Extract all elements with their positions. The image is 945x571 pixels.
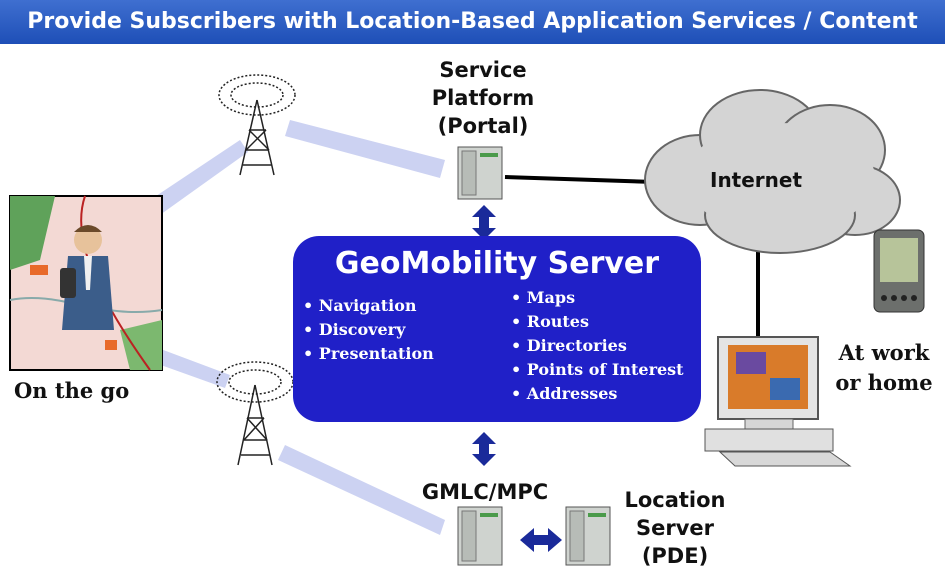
label-line: (Portal): [437, 114, 529, 138]
computer-icon: [704, 336, 852, 467]
right-services-list: • Maps • Routes • Directories • Points o…: [511, 286, 684, 406]
on-the-go-label: On the go: [14, 378, 130, 403]
beam-towerB-to-gmlc: [278, 445, 445, 535]
service-platform-label: Service Platform (Portal): [418, 56, 548, 140]
pda-icon: [873, 229, 925, 313]
service-item: • Directories: [511, 336, 627, 355]
at-work-label: At work or home: [830, 338, 938, 398]
on-the-go-map: [9, 195, 163, 371]
tower-a: [218, 74, 296, 176]
label-line: (PDE): [641, 544, 709, 568]
line-portal-internet: [504, 175, 656, 184]
service-item: • Discovery: [303, 320, 406, 339]
arrow-geo-gmlc: [472, 432, 496, 466]
left-services-list: • Navigation • Discovery • Presentation: [303, 294, 434, 366]
label-line: or home: [835, 370, 933, 395]
location-server-label: Location Server (PDE): [605, 486, 745, 570]
geomobility-server-box: GeoMobility Server • Navigation • Discov…: [293, 236, 701, 422]
banner-title: Provide Subscribers with Location-Based …: [27, 9, 918, 34]
service-item: • Points of Interest: [511, 360, 684, 379]
arrow-portal-geo: [472, 205, 496, 240]
service-item: • Routes: [511, 312, 589, 331]
gmlc-label: GMLC/MPC: [421, 480, 549, 504]
beam-towerA-to-portal: [285, 120, 445, 178]
gmlc-server-icon: [457, 506, 503, 566]
service-item: • Navigation: [303, 296, 417, 315]
title-banner: Provide Subscribers with Location-Based …: [0, 0, 945, 44]
label-line: Location: [624, 488, 726, 512]
label-line: Platform: [431, 86, 535, 110]
label-line: At work: [838, 340, 930, 365]
service-item: • Maps: [511, 288, 576, 307]
service-item: • Addresses: [511, 384, 618, 403]
pde-server-icon: [565, 506, 611, 566]
label-line: Service: [439, 58, 527, 82]
label-line: Server: [635, 516, 714, 540]
internet-label: Internet: [710, 168, 803, 192]
service-item: • Presentation: [303, 344, 434, 363]
arrow-gmlc-pde: [520, 528, 562, 552]
geomobility-title: GeoMobility Server: [334, 246, 660, 281]
portal-server-icon: [457, 146, 503, 200]
